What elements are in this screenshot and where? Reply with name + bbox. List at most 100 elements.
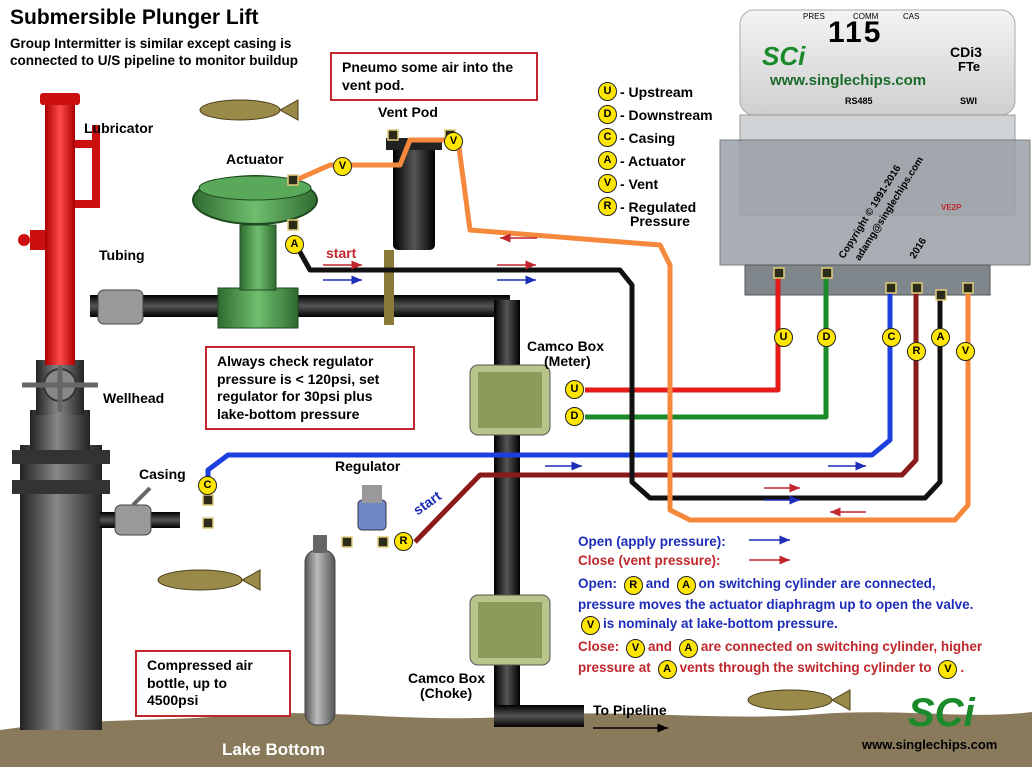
port-badge-c: C [882, 328, 901, 347]
close-para-l2-b: vents through the switching cylinder to [679, 660, 932, 675]
legend-text-a: - Actuator [620, 152, 686, 169]
legend-badge-c: C [598, 128, 617, 147]
control-valve [192, 175, 318, 329]
regulator-check-line-3: regulator for 30psi plus [217, 388, 373, 404]
vent-pod-badge-v: V [444, 132, 463, 151]
close-badge-v: V [626, 639, 646, 658]
close-para-l2-a: pressure at [578, 660, 651, 675]
legend-actuator: A- Actuator [595, 151, 686, 170]
label-regulator: Regulator [335, 458, 401, 474]
port-badge-v: V [956, 342, 975, 361]
legend-text-c: - Casing [620, 129, 676, 146]
open-para-prefix: Open: [578, 576, 617, 591]
close-badge-v2: V [938, 660, 958, 679]
actuator-badge-a: A [285, 235, 304, 254]
air-bottle-line-2: bottle, up to 4500psi [147, 674, 228, 709]
signal-lines [205, 137, 971, 544]
device-brand: SCi [762, 41, 806, 71]
pneumo-line-1: Pneumo some air into the [342, 59, 514, 75]
footer-url: www.singlechips.com [862, 737, 998, 752]
device-url: www.singlechips.com [770, 72, 927, 89]
label-vent-pod: Vent Pod [378, 104, 438, 120]
device-port-rs485: RS485 [845, 96, 873, 106]
label-tubing: Tubing [99, 247, 145, 263]
open-para-line-2: pressure moves the actuator diaphragm up… [578, 597, 974, 612]
device-status-cas: CAS [903, 12, 920, 21]
label-lake-bottom: Lake Bottom [222, 740, 325, 759]
legend-text-r-2: Pressure [630, 213, 690, 229]
legend-upstream: U- Upstream [595, 82, 693, 101]
close-para-prefix: Close: [578, 639, 620, 654]
legend-badge-a: A [598, 151, 617, 170]
legend-badge-v: V [598, 174, 617, 193]
device-number: 115 [828, 16, 883, 49]
subtitle-line-1: Group Intermitter is similar except casi… [10, 36, 292, 51]
lubricator [18, 93, 100, 365]
device-model-2: FTe [958, 59, 981, 74]
label-lubricator: Lubricator [84, 120, 154, 136]
air-bottle [304, 535, 336, 726]
footer-logo: SCi [908, 691, 975, 735]
open-para-l1-b: on switching cylinder are connected, [698, 576, 936, 591]
regulated-line [413, 290, 919, 544]
page-title: Submersible Plunger Lift [10, 6, 259, 29]
regulator-check-callout: Always check regulator pressure is < 120… [205, 346, 415, 430]
open-badge-r: R [623, 576, 643, 595]
device-status-pres: PRES [803, 12, 825, 21]
legend-casing: C- Casing [595, 128, 675, 147]
label-start-top: start [326, 245, 357, 261]
open-para-l3: is nominaly at lake-bottom pressure. [603, 616, 838, 631]
upstream-line [585, 275, 781, 393]
lake-bottom-ground [0, 712, 1032, 767]
label-wellhead: Wellhead [103, 390, 165, 406]
camco-box-meter [469, 364, 551, 436]
port-badge-u: U [774, 328, 793, 347]
fish-decoration [157, 99, 851, 711]
close-para-l2-c: . [960, 660, 965, 675]
port-badge-a: A [931, 328, 950, 347]
controller-device [719, 9, 1031, 296]
open-badge-v: V [581, 616, 600, 635]
open-key: Open (apply pressure): [578, 534, 726, 549]
legend-vent: V- Vent [595, 174, 658, 193]
air-bottle-callout: Compressed air bottle, up to 4500psi [135, 650, 291, 717]
device-port-swi: SWI [960, 96, 977, 106]
label-camco-meter-2: (Meter) [544, 353, 591, 369]
device-small-label: VE2P [941, 203, 962, 212]
legend-badge-d: D [598, 105, 617, 124]
well-casing [12, 360, 110, 730]
legend-regulated: R- Regulated [595, 197, 696, 216]
label-camco-choke-2: (Choke) [420, 685, 473, 701]
port-badge-r: R [907, 342, 926, 361]
label-to-pipeline: To Pipeline [593, 702, 667, 718]
close-badge-a: A [678, 639, 698, 658]
fittings [202, 129, 974, 548]
casing-line [205, 290, 893, 490]
legend-text-v: - Vent [620, 175, 659, 192]
legend-text-u: - Upstream [620, 83, 694, 100]
device-status-comm: COMM [853, 12, 879, 21]
regulator-check-line-1: Always check regulator [217, 353, 374, 369]
camco-badge-u: U [565, 380, 584, 399]
close-para-l1-b: are connected on switching cylinder, hig… [700, 639, 983, 654]
legend-text-r: - Regulated [620, 198, 697, 215]
legend-downstream: D- Downstream [595, 105, 713, 124]
vent-line [294, 137, 971, 523]
label-camco-meter-1: Camco Box [527, 338, 605, 354]
actuator-badge-v: V [333, 157, 352, 176]
label-casing: Casing [139, 466, 186, 482]
legend-badge-u: U [598, 82, 617, 101]
pneumo-line-2: vent pod. [342, 76, 405, 93]
open-badge-a: A [676, 576, 696, 595]
regulator-check-line-4: lake-bottom pressure [217, 405, 360, 422]
close-key: Close (vent pressure): [578, 553, 721, 568]
regulator-device [357, 485, 387, 531]
close-badge-a2: A [657, 660, 677, 679]
label-camco-choke-1: Camco Box [408, 670, 486, 686]
